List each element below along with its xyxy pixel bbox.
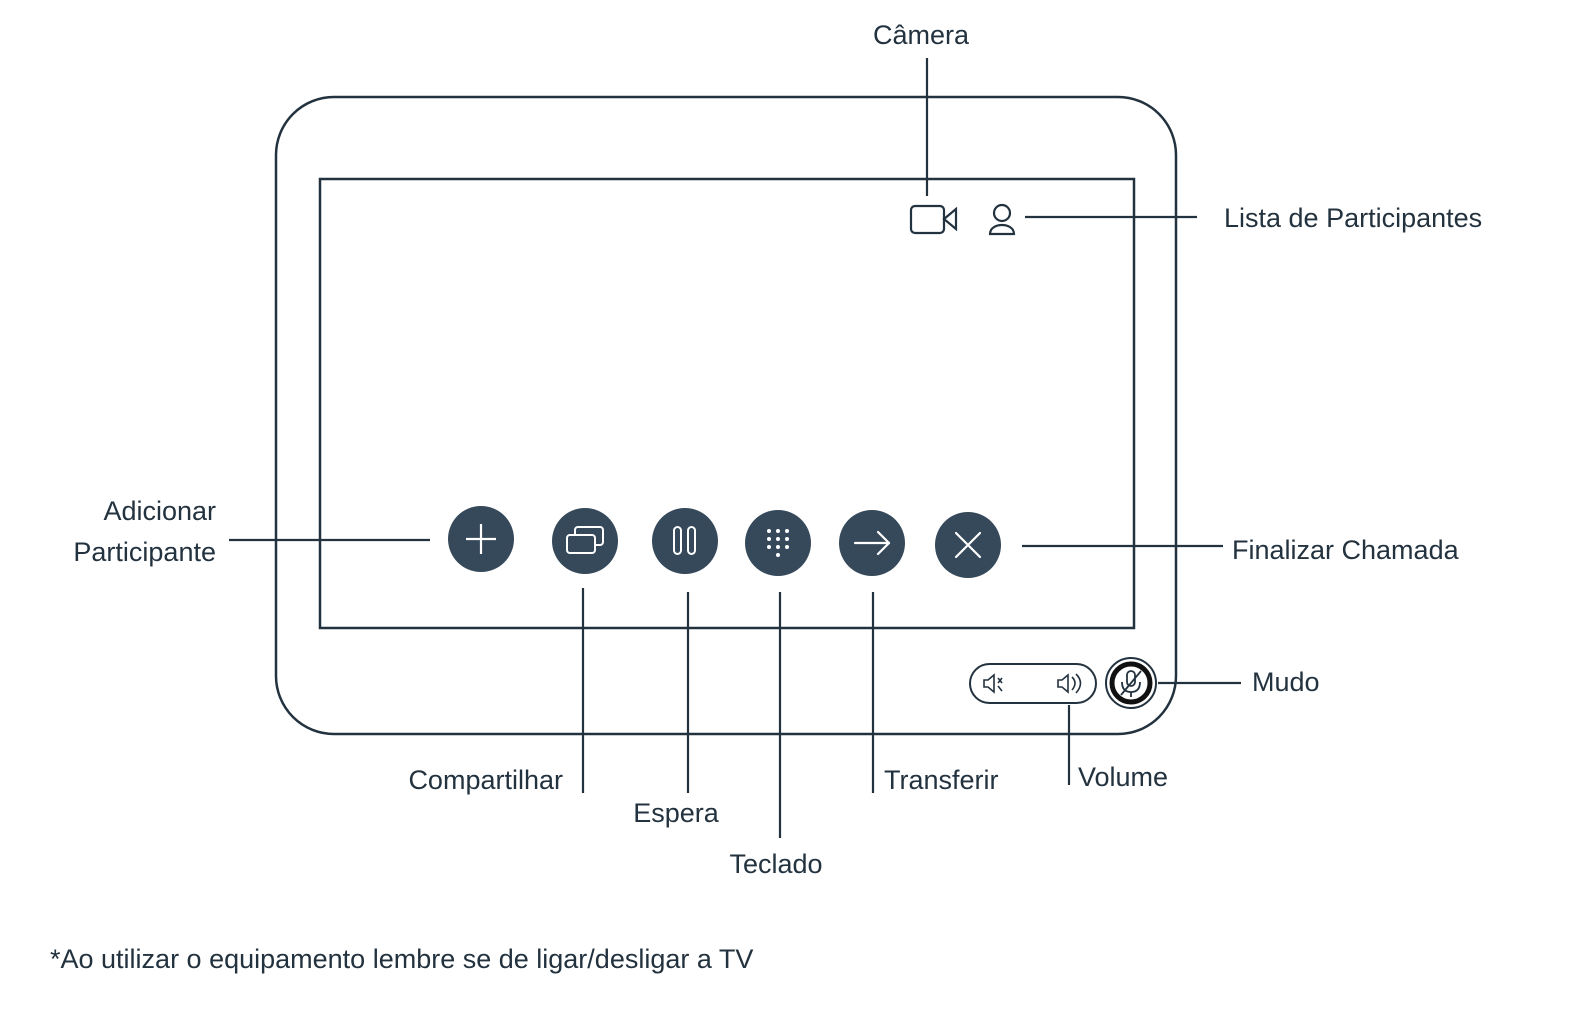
end-call-label: Finalizar Chamada: [1232, 535, 1460, 565]
arrow-right-icon: [853, 530, 891, 556]
volume-label: Volume: [1078, 762, 1168, 792]
footnote: *Ao utilizar o equipamento lembre se de …: [50, 944, 754, 974]
add-participant-label-line1: Adicionar: [103, 496, 216, 526]
keypad-icon: [767, 529, 789, 557]
share-screen-icon: [566, 526, 604, 554]
volume-down-icon[interactable]: [983, 673, 1003, 694]
leader-lines: [229, 58, 1241, 838]
device-frame: [274, 95, 1178, 736]
keypad-label: Teclado: [729, 849, 822, 879]
participants-list-label: Lista de Participantes: [1224, 203, 1482, 233]
hold-button[interactable]: [652, 508, 718, 574]
mic-off-icon: [1120, 670, 1142, 697]
person-icon[interactable]: [988, 203, 1016, 236]
mute-button[interactable]: [1105, 657, 1157, 709]
pause-icon: [673, 526, 696, 555]
add-participant-button[interactable]: [448, 506, 514, 572]
volume-up-icon[interactable]: [1057, 673, 1082, 694]
mute-label: Mudo: [1252, 667, 1320, 697]
share-label: Compartilhar: [408, 765, 563, 795]
transfer-label: Transferir: [884, 765, 999, 795]
keypad-button[interactable]: [745, 510, 811, 576]
camera-icon[interactable]: [909, 204, 958, 235]
close-icon: [954, 531, 982, 559]
plus-icon: [466, 524, 496, 554]
camera-label: Câmera: [873, 20, 970, 50]
hold-label: Espera: [633, 798, 720, 828]
share-button[interactable]: [552, 508, 618, 574]
end-call-button[interactable]: [935, 512, 1001, 578]
volume-control[interactable]: [969, 663, 1097, 704]
transfer-button[interactable]: [839, 510, 905, 576]
device-screen: [318, 177, 1136, 630]
add-participant-label-line2: Participante: [73, 537, 216, 567]
